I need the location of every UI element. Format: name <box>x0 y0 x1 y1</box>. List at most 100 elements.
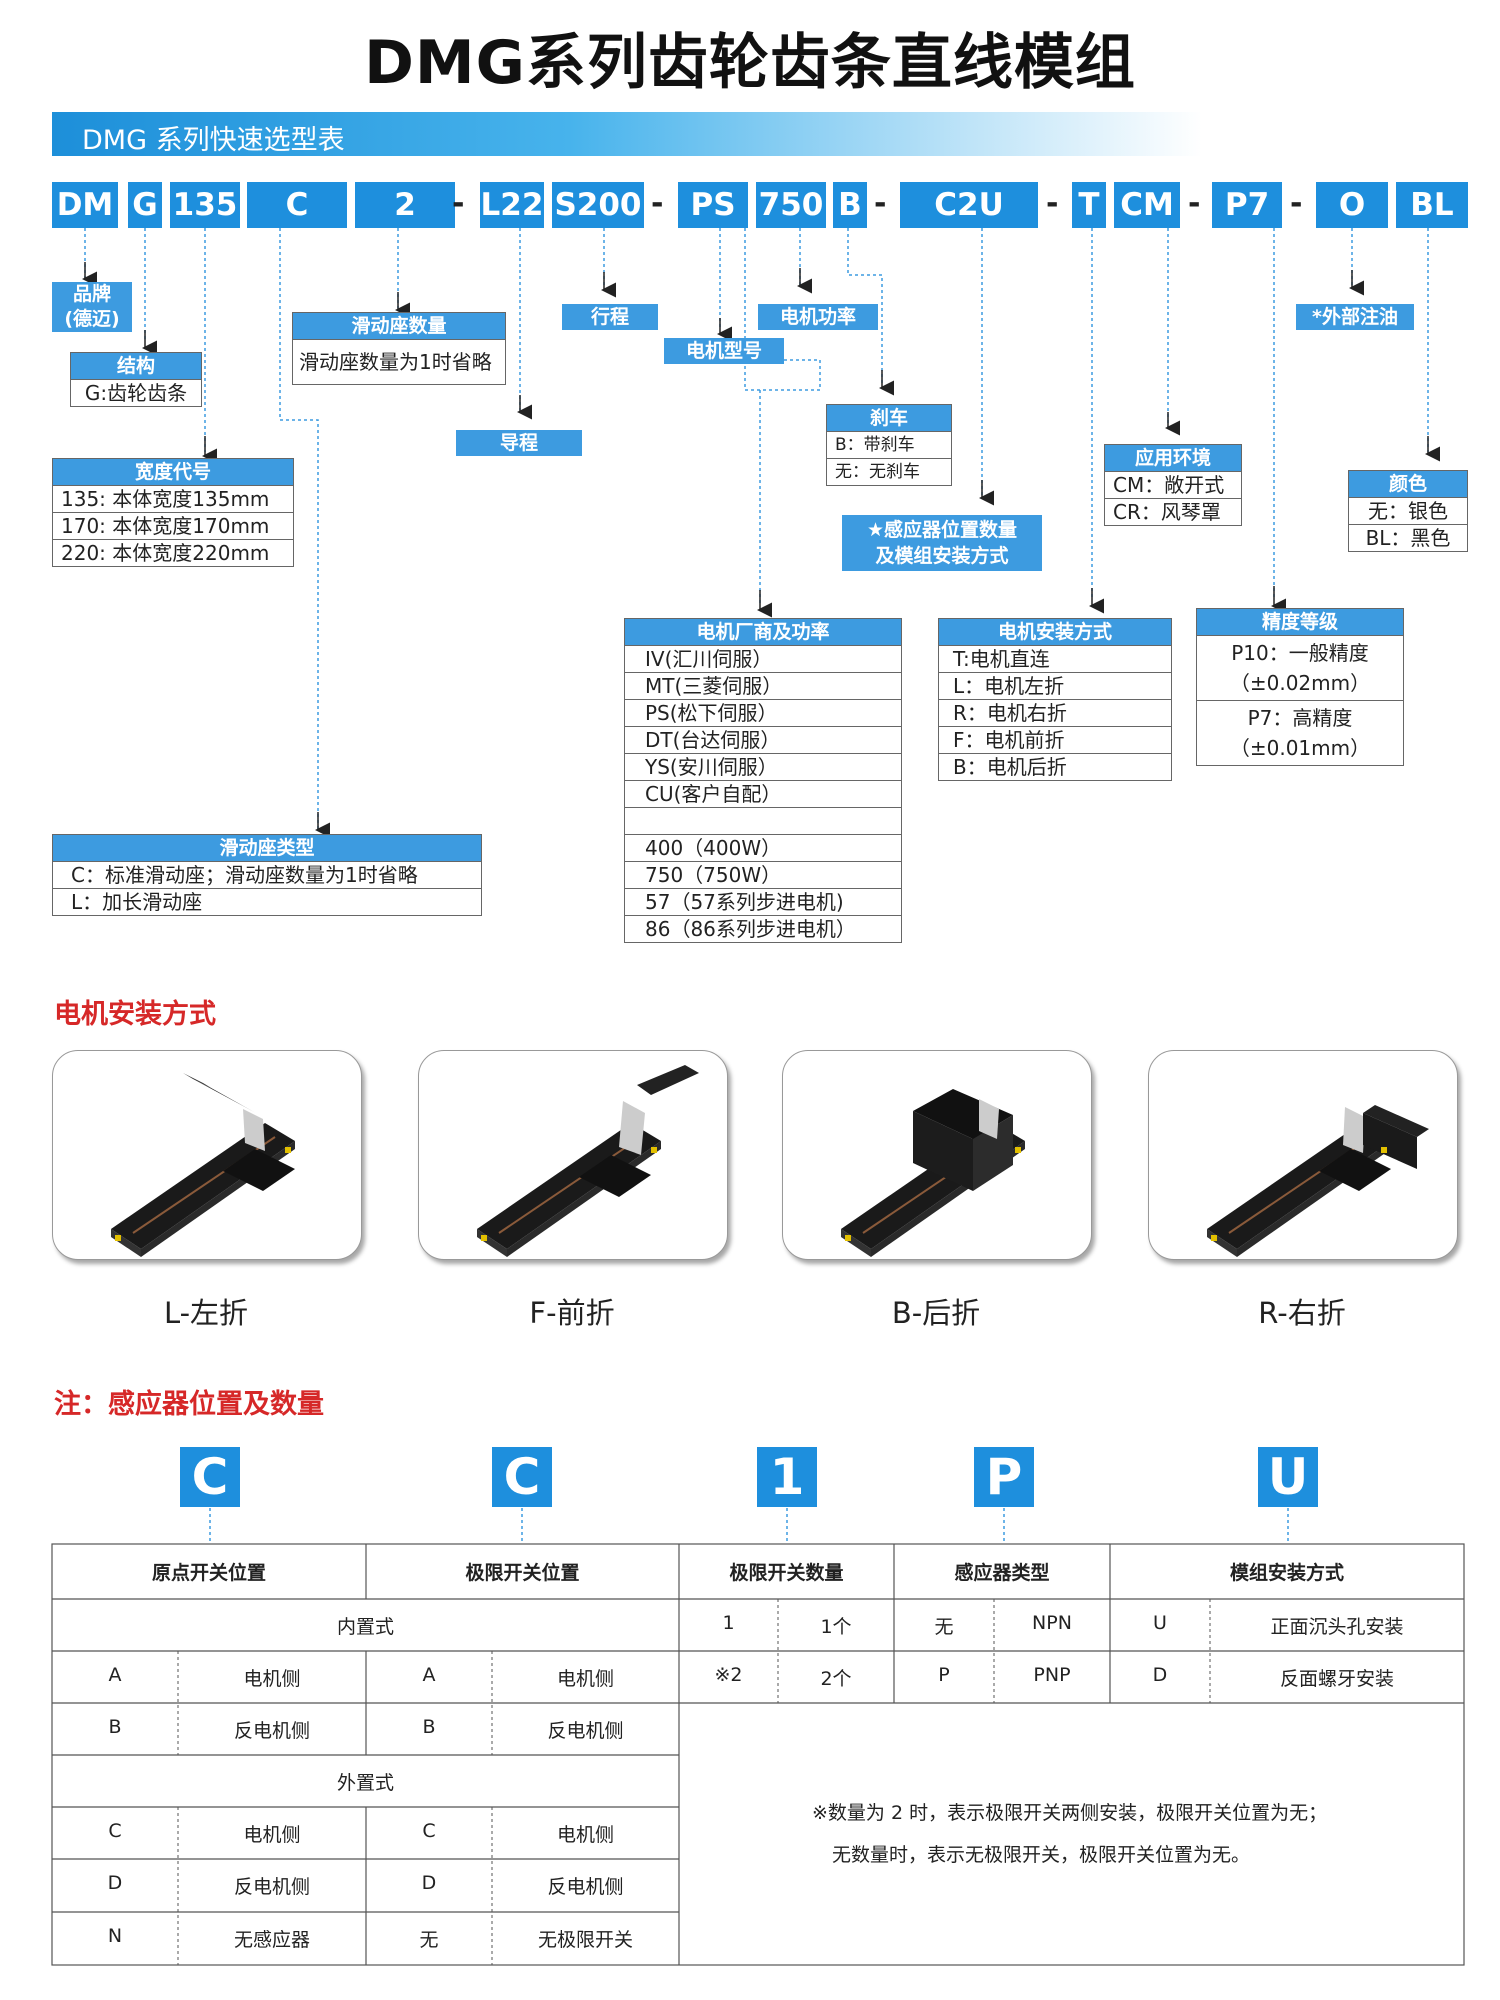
table-cell: U <box>1153 1612 1167 1634</box>
sensor-code-letter: C <box>180 1447 240 1507</box>
external-label: 外置式 <box>336 1772 394 1794</box>
motor-mount-head: 电机安装方式 <box>939 619 1171 645</box>
env-row: CR：风琴罩 <box>1105 498 1241 525</box>
motor-mount-box: 电机安装方式 T:电机直连 L：电机左折 R：电机右折 F：电机前折 B：电机后… <box>938 618 1172 781</box>
motor-vendor-row: PS(松下伺服） <box>625 699 901 726</box>
page-title: DMG系列齿轮齿条直线模组 <box>364 28 1136 98</box>
mount-image-f <box>418 1050 728 1260</box>
connector-lines <box>82 228 1440 838</box>
sensor-code-letter: C <box>492 1447 552 1507</box>
code-p7: P7 <box>1212 182 1282 228</box>
brand-label: 品牌 (德迈) <box>52 282 132 332</box>
mount-image-b <box>782 1050 1092 1260</box>
motor-mount-row: B：电机后折 <box>939 753 1171 780</box>
code-cm: CM <box>1114 182 1180 228</box>
motor-vendor-box: 电机厂商及功率 IV(汇川伺服） MT(三菱伺服） PS(松下伺服） DT(台达… <box>624 618 902 943</box>
mount-image-l <box>52 1050 362 1260</box>
brake-head: 刹车 <box>827 405 951 431</box>
table-cell: 无 <box>934 1616 954 1638</box>
sensor-code-letter: 1 <box>757 1447 817 1507</box>
linear-module-illustration <box>111 1073 295 1257</box>
banner-text: DMG 系列快速选型表 <box>82 125 345 156</box>
sensor-section-title: 注：感应器位置及数量 <box>54 1389 324 1420</box>
motor-vendor-row: 86（86系列步进电机） <box>625 915 901 942</box>
table-cell: ※2 <box>714 1664 743 1686</box>
mount-caption-l: L-左折 <box>163 1296 249 1330</box>
table-cell: 反电机侧 <box>547 1876 624 1898</box>
internal-label: 内置式 <box>336 1616 394 1638</box>
table-cell: 1 <box>722 1612 735 1634</box>
table-header-sensor-type: 感应器类型 <box>954 1562 1050 1584</box>
oil-label: *外部注油 <box>1296 304 1414 330</box>
precision-row: P10：一般精度 （±0.02mm） <box>1197 635 1403 700</box>
table-cell: 电机侧 <box>556 1824 614 1846</box>
env-box: 应用环境 CM：敞开式 CR：风琴罩 <box>1104 444 1242 526</box>
motor-vendor-row: YS(安川伺服） <box>625 753 901 780</box>
table-cell: N <box>107 1925 123 1947</box>
table-cell: C <box>108 1820 122 1842</box>
motor-vendor-row: DT(台达伺服） <box>625 726 901 753</box>
motor-power-label: 电机功率 <box>758 304 878 330</box>
code-135: 135 <box>170 182 240 228</box>
motor-vendor-head: 电机厂商及功率 <box>625 619 901 645</box>
motor-vendor-row: MT(三菱伺服） <box>625 672 901 699</box>
dash: - <box>874 186 887 221</box>
table-header-limit-pos: 极限开关位置 <box>465 1562 580 1584</box>
table-cell: A <box>108 1664 122 1686</box>
table-header-install: 模组安装方式 <box>1229 1562 1344 1584</box>
table-cell: 反电机侧 <box>547 1720 624 1742</box>
code-t: T <box>1072 182 1106 228</box>
code-b: B <box>833 182 867 228</box>
code-dm: DM <box>52 182 118 228</box>
table-cell: 无感应器 <box>233 1929 310 1951</box>
brake-row: B：带刹车 <box>827 431 951 458</box>
code-l22: L22 <box>480 182 544 228</box>
motor-vendor-row: 400（400W） <box>625 834 901 861</box>
width-row: 220: 本体宽度220mm <box>53 539 293 566</box>
slider-qty-box: 滑动座数量 滑动座数量为1时省略 <box>292 312 506 385</box>
sensor-note-1: ※数量为 2 时，表示极限开关两侧安装，极限开关位置为无； <box>812 1802 1328 1824</box>
code-bl: BL <box>1396 182 1468 228</box>
dash: - <box>1188 186 1201 221</box>
env-row: CM：敞开式 <box>1105 471 1241 498</box>
linear-module-illustration <box>477 1065 699 1257</box>
motor-mount-row: L：电机左折 <box>939 672 1171 699</box>
table-cell: D <box>107 1872 123 1894</box>
code-c2u: C2U <box>900 182 1038 228</box>
dash: - <box>452 186 465 221</box>
table-cell: 正面沉头孔安装 <box>1270 1616 1404 1638</box>
width-head: 宽度代号 <box>53 459 293 485</box>
code-g: G <box>128 182 162 228</box>
table-cell: NPN <box>1032 1612 1072 1634</box>
structure-box: 结构 G:齿轮齿条 <box>70 352 202 407</box>
slider-qty-head: 滑动座数量 <box>293 313 505 339</box>
slider-type-box: 滑动座类型 C：标准滑动座；滑动座数量为1时省略 L：加长滑动座 <box>52 834 482 916</box>
table-cell: 无极限开关 <box>537 1929 633 1951</box>
structure-row: G:齿轮齿条 <box>71 379 201 406</box>
table-cell: 反电机侧 <box>233 1876 310 1898</box>
table-cell: 2个 <box>820 1668 852 1690</box>
code-c: C <box>247 182 347 228</box>
table-cell: D <box>1152 1664 1168 1686</box>
sensor-code-letter: P <box>974 1447 1034 1507</box>
lead-label: 导程 <box>456 430 582 456</box>
code-o: O <box>1316 182 1388 228</box>
table-cell: 1个 <box>820 1616 852 1638</box>
mount-caption-b: B-后折 <box>891 1296 981 1330</box>
motor-vendor-row: IV(汇川伺服） <box>625 645 901 672</box>
table-cell: 电机侧 <box>243 1668 301 1690</box>
motor-vendor-row: 750（750W） <box>625 861 901 888</box>
slider-qty-row: 滑动座数量为1时省略 <box>293 339 505 384</box>
mount-section-title: 电机安装方式 <box>54 999 216 1030</box>
dash: - <box>1046 186 1059 221</box>
width-row: 135: 本体宽度135mm <box>53 485 293 512</box>
color-row: 无：银色 <box>1349 497 1467 524</box>
slider-type-head: 滑动座类型 <box>53 835 481 861</box>
motor-model-label: 电机型号 <box>664 338 784 364</box>
dash: - <box>651 186 664 221</box>
linear-module-illustration <box>1207 1105 1429 1257</box>
motor-mount-row: T:电机直连 <box>939 645 1171 672</box>
motor-vendor-row <box>625 807 901 834</box>
width-row: 170: 本体宽度170mm <box>53 512 293 539</box>
stroke-label: 行程 <box>562 304 658 330</box>
